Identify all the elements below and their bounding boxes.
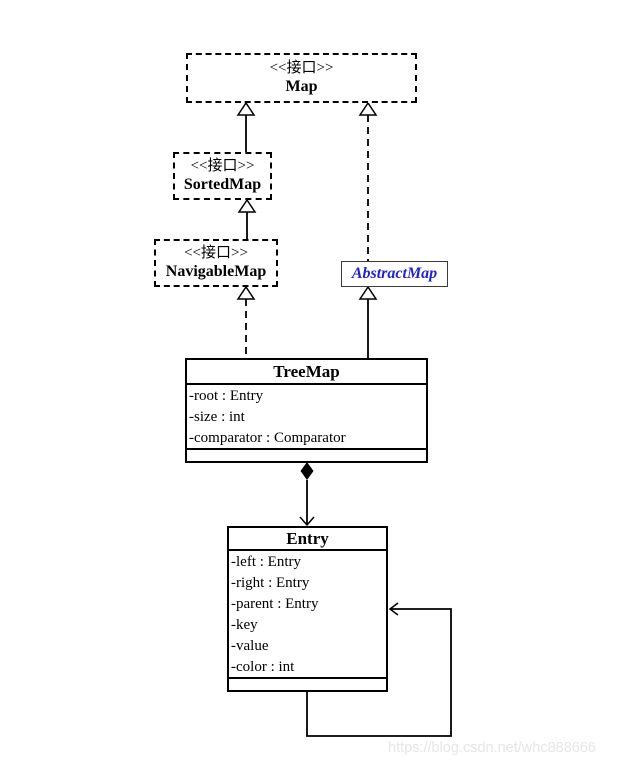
entry-attr-parent: -parent : Entry [231, 596, 319, 612]
treemap-attr-size: -size : int [189, 409, 245, 425]
class-box-sortedmap: <<接口>> SortedMap [173, 152, 272, 200]
entry-attr-left: -left : Entry [231, 554, 301, 570]
entry-attr-key: -key [231, 617, 258, 633]
map-stereotype: <<接口>> [269, 59, 334, 76]
treemap-attributes: -root : Entry -size : int -comparator : … [187, 385, 426, 450]
realization-treemap-navigablemap [236, 285, 256, 358]
treemap-attr-root: -root : Entry [189, 388, 264, 404]
treemap-name: TreeMap [187, 360, 426, 385]
class-box-navigablemap: <<接口>> NavigableMap [154, 239, 278, 287]
self-association-entry [306, 602, 452, 737]
sortedmap-name: SortedMap [183, 176, 262, 194]
open-arrowhead-icon [388, 602, 399, 616]
hollow-triangle-icon [237, 198, 257, 213]
realization-abstractmap-map [358, 101, 378, 261]
treemap-attr-comparator: -comparator : Comparator [189, 430, 346, 446]
abstractmap-name: AbstractMap [351, 265, 438, 282]
class-box-entry: Entry -left : Entry -right : Entry -pare… [227, 526, 388, 692]
generalization-sortedmap-map [236, 101, 256, 152]
map-name: Map [285, 78, 318, 96]
navigablemap-stereotype: <<接口>> [184, 244, 248, 261]
class-box-abstractmap: AbstractMap [341, 261, 448, 287]
entry-attr-value: -value [231, 638, 269, 654]
navigablemap-name: NavigableMap [165, 263, 267, 281]
watermark-text: https://blog.csdn.net/whc888666 [388, 740, 596, 756]
hollow-triangle-icon [236, 101, 256, 116]
entry-name: Entry [229, 528, 386, 551]
generalization-navigablemap-sortedmap [237, 198, 257, 239]
entry-attr-color: -color : int [231, 659, 295, 675]
class-box-treemap: TreeMap -root : Entry -size : int -compa… [185, 358, 428, 463]
hollow-triangle-icon [358, 285, 378, 300]
generalization-treemap-abstractmap [358, 285, 378, 358]
sortedmap-stereotype: <<接口>> [190, 157, 255, 174]
treemap-methods-compartment [187, 450, 426, 461]
open-arrowhead-icon [299, 516, 315, 527]
hollow-triangle-icon [358, 101, 378, 116]
entry-methods-compartment [229, 679, 386, 690]
hollow-triangle-icon [236, 285, 256, 300]
filled-diamond-icon [300, 462, 314, 480]
class-box-map: <<接口>> Map [186, 53, 417, 103]
entry-attr-right: -right : Entry [231, 575, 310, 591]
entry-attributes: -left : Entry -right : Entry -parent : E… [229, 551, 386, 679]
composition-treemap-entry [299, 462, 315, 527]
